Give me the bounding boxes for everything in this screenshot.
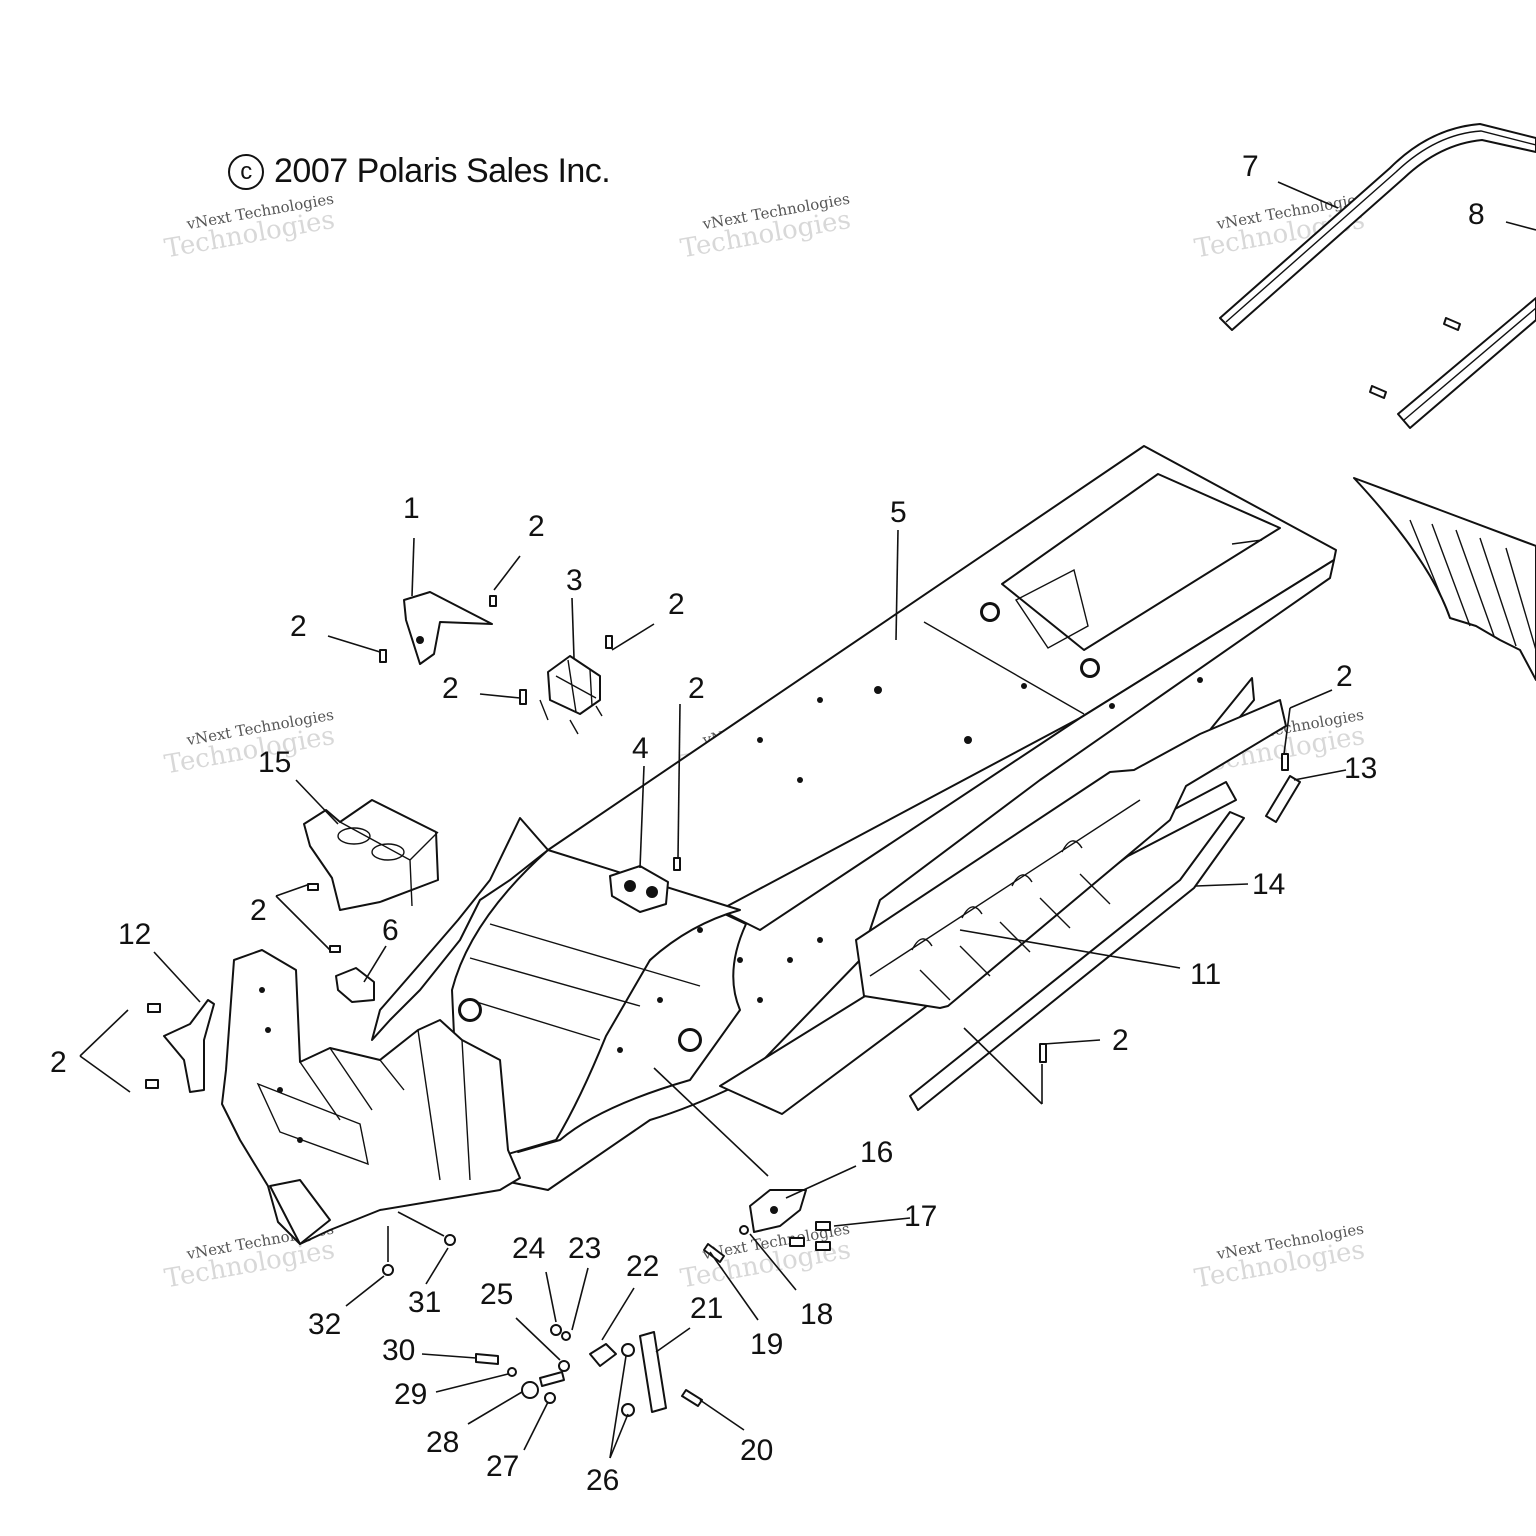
bulkhead-frame	[221, 817, 741, 1245]
bracket-part-16	[749, 1189, 807, 1233]
bracket-part-6	[335, 967, 375, 1003]
callout-19: 19	[750, 1328, 783, 1361]
callout-2: 2	[50, 1046, 67, 1079]
bracket-part-15	[303, 799, 439, 911]
callout-2: 2	[668, 588, 685, 621]
callout-13: 13	[1344, 752, 1377, 785]
callout-25: 25	[480, 1278, 513, 1311]
callout-7: 7	[1242, 150, 1259, 183]
bracket-part-13	[1265, 775, 1301, 823]
callout-3: 3	[566, 564, 583, 597]
callout-21: 21	[690, 1292, 723, 1325]
callout-2: 2	[1336, 660, 1353, 693]
callout-2: 2	[688, 672, 705, 705]
callout-28: 28	[426, 1426, 459, 1459]
callout-5: 5	[890, 496, 907, 529]
bolt	[145, 595, 831, 1417]
slide-strip-part-14	[909, 811, 1245, 1111]
rail-part-8	[1397, 297, 1536, 429]
callout-2: 2	[250, 894, 267, 927]
callout-12: 12	[118, 918, 151, 951]
copyright-text: 2007 Polaris Sales Inc.	[274, 152, 611, 190]
callout-17: 17	[904, 1200, 937, 1233]
callout-29: 29	[394, 1378, 427, 1411]
callout-31: 31	[408, 1286, 441, 1319]
callout-15: 15	[258, 746, 291, 779]
callout-14: 14	[1252, 868, 1285, 901]
rail-part-7	[1219, 123, 1536, 331]
callout-20: 20	[740, 1434, 773, 1467]
callout-26: 26	[586, 1464, 619, 1497]
callout-11: 11	[1190, 958, 1221, 991]
callout-22: 22	[626, 1250, 659, 1283]
callout-2: 2	[442, 672, 459, 705]
callout-24: 24	[512, 1232, 545, 1265]
callout-27: 27	[486, 1450, 519, 1483]
callout-1: 1	[403, 492, 420, 525]
callout-2: 2	[528, 510, 545, 543]
leader-lines	[79, 181, 1536, 1459]
bracket-part-3	[539, 655, 603, 735]
bracket-part-1	[403, 591, 493, 665]
callout-30: 30	[382, 1334, 415, 1367]
copyright-notice: c 2007 Polaris Sales Inc.	[228, 152, 611, 191]
callout-32: 32	[308, 1308, 341, 1341]
callout-2: 2	[290, 610, 307, 643]
tunnel-part-5	[499, 445, 1337, 1191]
rear-bumper-fragment	[1353, 477, 1536, 681]
callout-23: 23	[568, 1232, 601, 1265]
callout-8: 8	[1468, 198, 1485, 231]
copyright-symbol: c	[228, 153, 264, 190]
callout-4: 4	[632, 732, 649, 765]
bolt	[1369, 317, 1461, 399]
callout-2: 2	[1112, 1024, 1129, 1057]
bracket-part-12	[163, 999, 215, 1093]
callout-16: 16	[860, 1136, 893, 1169]
callout-18: 18	[800, 1298, 833, 1331]
callout-6: 6	[382, 914, 399, 947]
callout-labels: 1 2 2 2 2 2 2 2 2 2 3 4 5 6 7 8 11 12 13…	[50, 150, 1485, 1497]
